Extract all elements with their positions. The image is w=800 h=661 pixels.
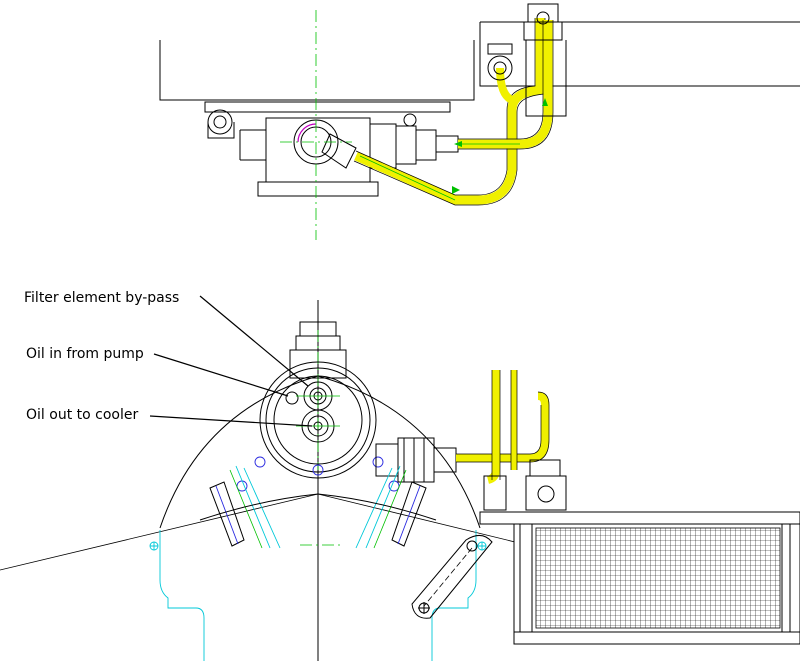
oil-cooler bbox=[479, 511, 800, 645]
flow-arrow bbox=[452, 186, 460, 194]
callout-bypass: Filter element by-pass bbox=[24, 290, 179, 306]
mount-arm bbox=[423, 547, 473, 607]
oil-pipes-front bbox=[456, 370, 550, 484]
sump-outline bbox=[159, 40, 475, 101]
front-union-left bbox=[483, 475, 507, 511]
lower-union bbox=[487, 55, 513, 81]
leader-bypass bbox=[199, 295, 309, 387]
cooler-outlet-fitting bbox=[375, 437, 435, 483]
bracket-left bbox=[209, 481, 245, 547]
callout-oil-in: Oil in from pump bbox=[26, 346, 144, 362]
top-view bbox=[159, 3, 800, 240]
mount-boss-left bbox=[207, 109, 233, 135]
oil-pipes-top bbox=[353, 18, 554, 206]
callout-oil-out: Oil out to cooler bbox=[26, 407, 138, 423]
front-view bbox=[0, 300, 800, 661]
front-union-right bbox=[525, 459, 567, 511]
callout-group: Filter element by-pass Oil in from pump … bbox=[24, 290, 313, 427]
engine-outline-left bbox=[159, 530, 205, 661]
upper-union bbox=[523, 3, 563, 41]
cooler-top-rail bbox=[479, 511, 800, 525]
adapter-flange bbox=[204, 101, 451, 113]
filter-housing-base bbox=[257, 181, 379, 197]
cooler-core-mesh bbox=[535, 527, 781, 629]
inlet-port bbox=[285, 391, 299, 405]
cooler-bracket-plate bbox=[479, 21, 800, 87]
leader-oil-in bbox=[153, 353, 289, 397]
outlet-fitting bbox=[395, 125, 437, 165]
cooler-bottom-rail bbox=[513, 631, 800, 645]
engine-arc bbox=[159, 375, 481, 529]
bracket-right bbox=[391, 481, 427, 547]
engine-outline-right bbox=[431, 530, 477, 661]
leader-oil-out bbox=[149, 415, 313, 427]
filter-housing-front bbox=[259, 361, 377, 479]
